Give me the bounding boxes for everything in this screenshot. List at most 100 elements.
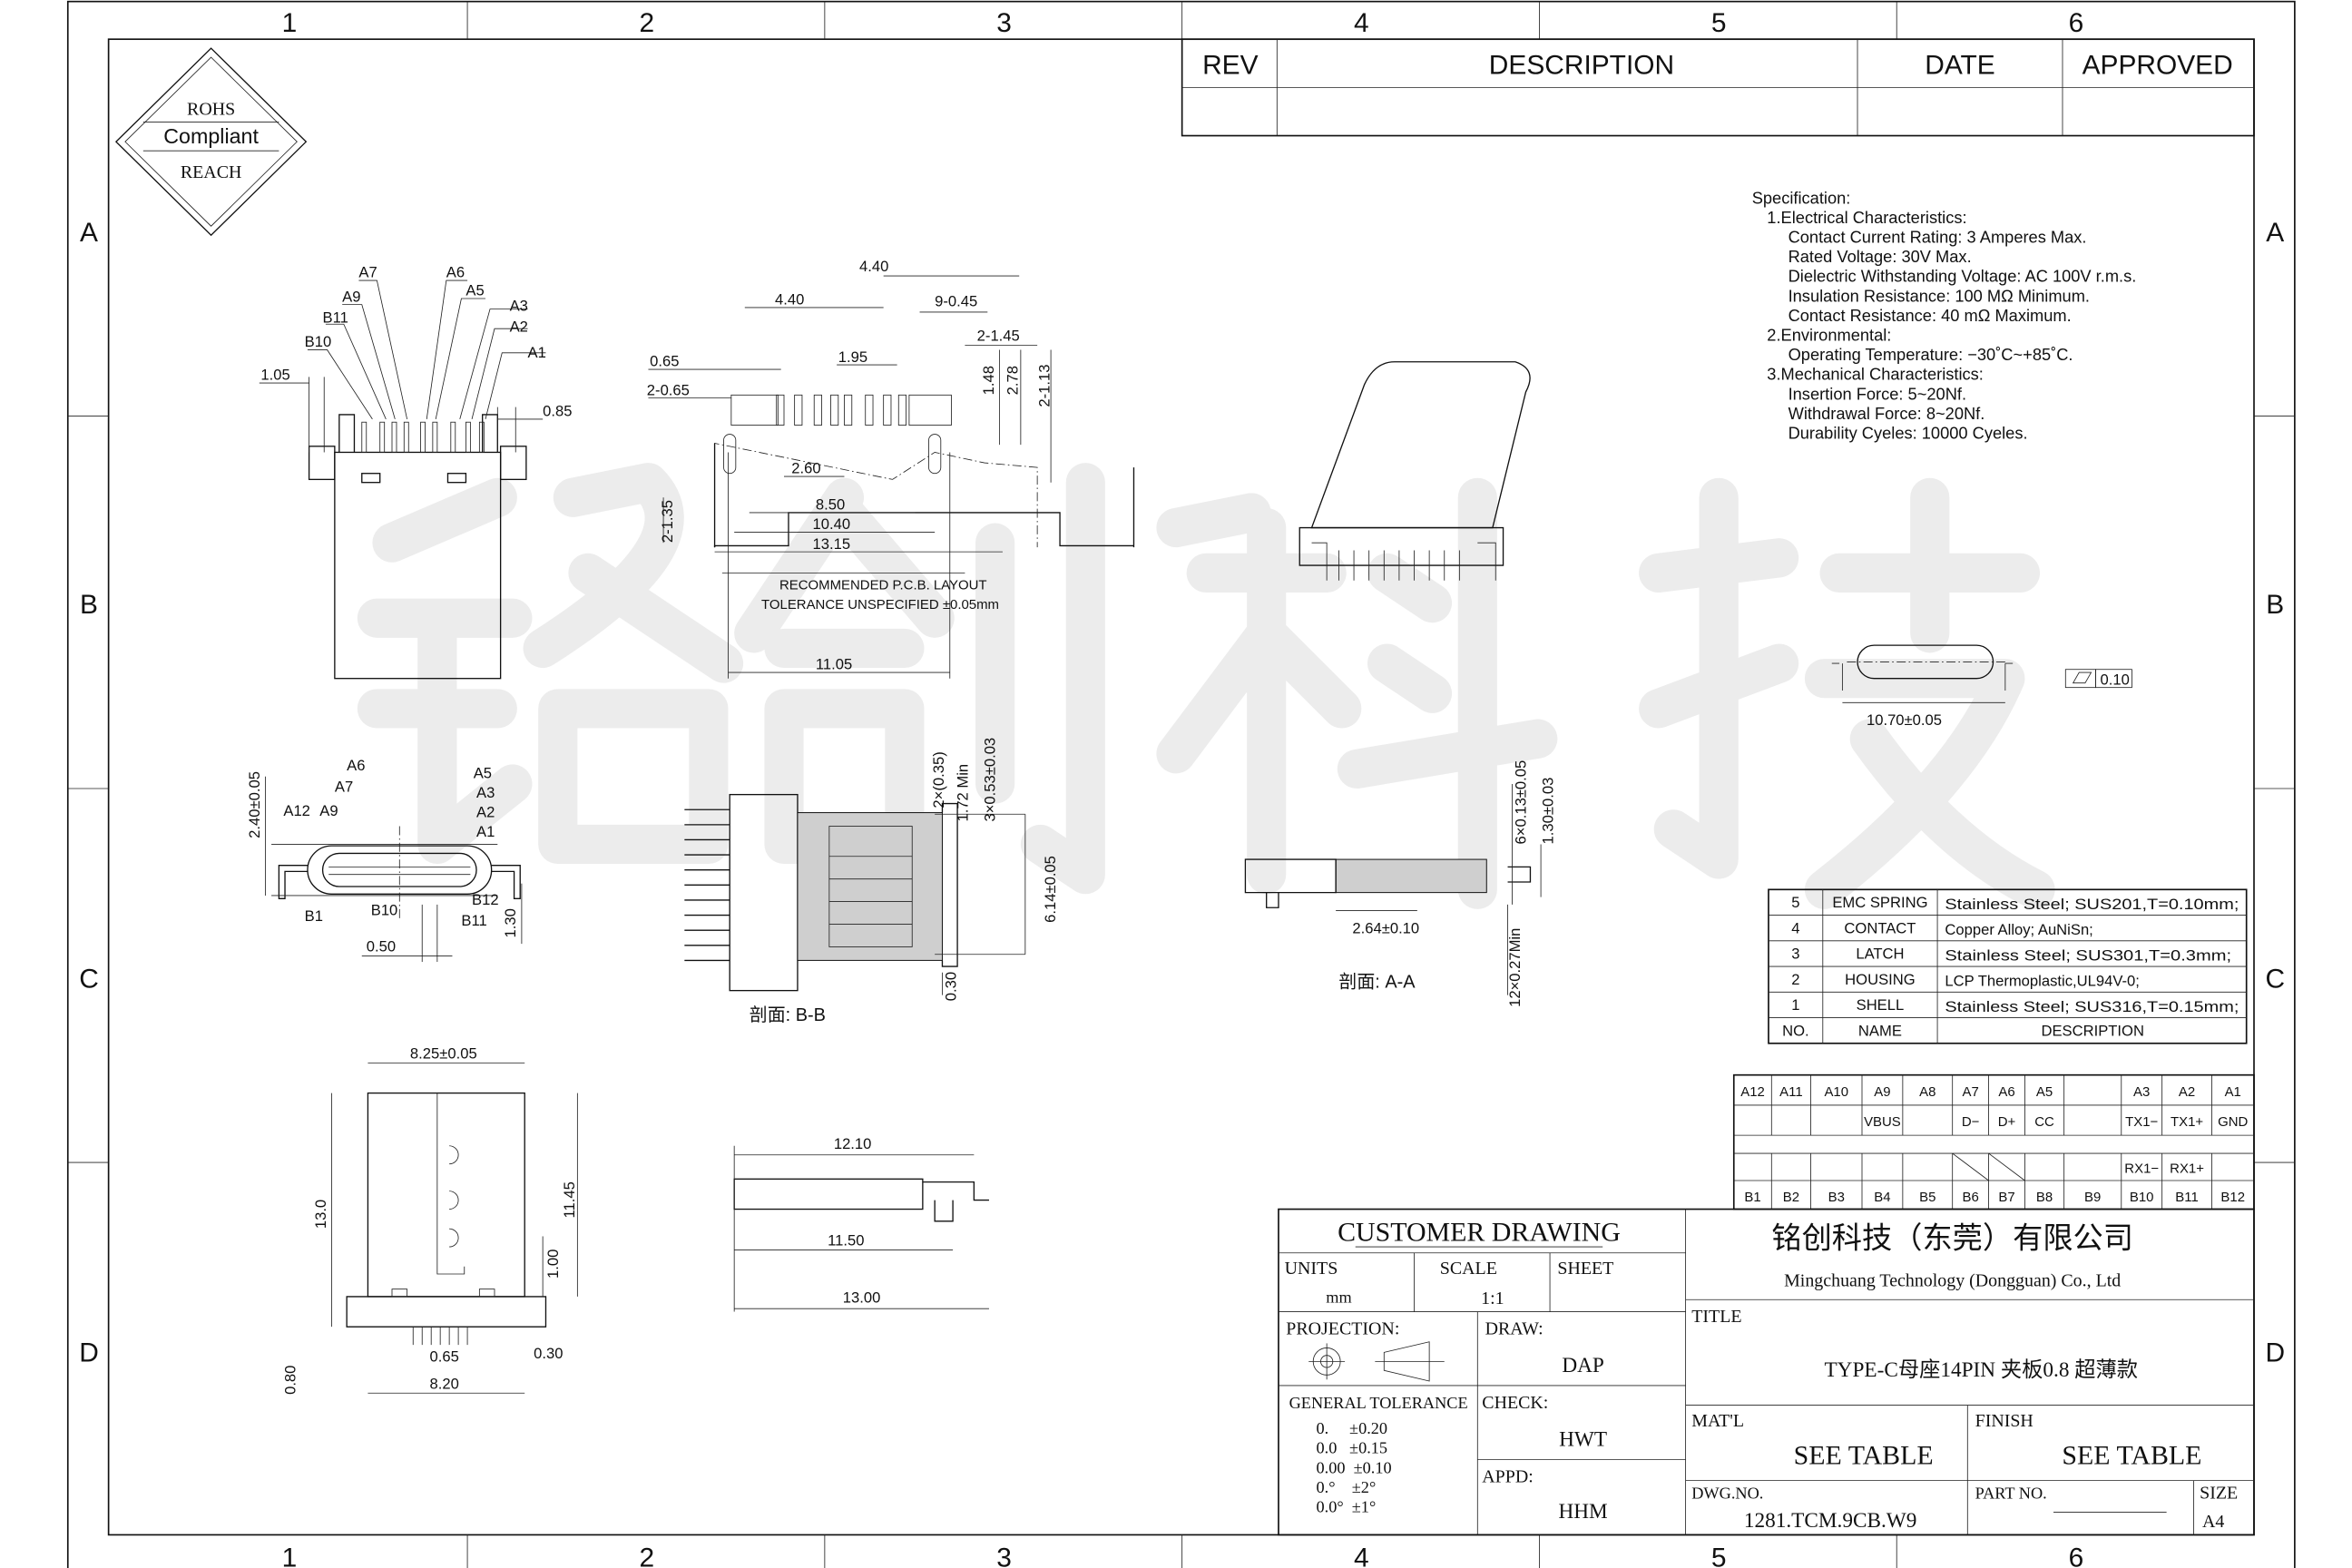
drawing-number: 1281.TCM.9CB.W9 [1744, 1509, 1917, 1533]
appd-value: HHM [1558, 1500, 1607, 1524]
svg-text:3×0.53±0.03: 3×0.53±0.03 [982, 738, 999, 822]
column-label: 2 [639, 1543, 654, 1568]
svg-text:A9: A9 [319, 802, 338, 819]
svg-text:B1: B1 [305, 907, 323, 925]
svg-text:10.70±0.05: 10.70±0.05 [1867, 711, 1942, 729]
svg-text:Withdrawal Force: 8~20Nf.: Withdrawal Force: 8~20Nf. [1788, 404, 1985, 423]
column-label: 6 [2069, 1543, 2084, 1568]
svg-text:11.45: 11.45 [561, 1181, 578, 1218]
svg-text:HOUSING: HOUSING [1845, 971, 1916, 988]
svg-text:2.60: 2.60 [791, 460, 820, 477]
svg-text:A12: A12 [283, 802, 310, 819]
svg-text:剖面: A-A: 剖面: A-A [1338, 971, 1416, 992]
pin-cell: A6 [1998, 1084, 2014, 1100]
svg-text:TITLE: TITLE [1691, 1307, 1741, 1327]
svg-text:1.30±0.03: 1.30±0.03 [1539, 778, 1556, 845]
svg-text:NAME: NAME [1858, 1022, 1902, 1039]
svg-text:SIZE: SIZE [2200, 1484, 2238, 1504]
drawing-border: 1 2 3 4 5 6 1 2 3 4 5 6 A B C D A B C D [66, 0, 2296, 1568]
pin-cell: B4 [1874, 1190, 1890, 1205]
svg-text:TOLERANCE UNSPECIFIED ±0.05m: TOLERANCE UNSPECIFIED ±0.05mm [761, 597, 999, 612]
svg-text:2-0.65: 2-0.65 [647, 381, 690, 398]
bottom-view: 8.25±0.05 13.0 11.45 1.00 0.65 8.20 0.80… [282, 1044, 578, 1395]
svg-text:0.0 ±0.15: 0.0 ±0.15 [1317, 1439, 1388, 1457]
svg-text:SHELL: SHELL [1857, 996, 1905, 1014]
draw-value: DAP [1562, 1354, 1604, 1377]
svg-text:B11: B11 [323, 309, 348, 327]
svg-text:13.0: 13.0 [312, 1200, 329, 1229]
svg-text:A6: A6 [446, 264, 465, 281]
svg-text:8.50: 8.50 [816, 496, 845, 514]
svg-text:Insulation Resistance: 100: Insulation Resistance: 100 MΩ Minimum. [1788, 286, 2090, 305]
column-label: 2 [639, 8, 654, 38]
svg-text:SEE TABLE: SEE TABLE [2062, 1440, 2201, 1470]
pin-cell: A8 [1919, 1084, 1936, 1100]
svg-text:1:1: 1:1 [1481, 1289, 1504, 1308]
row-label: D [79, 1338, 99, 1367]
column-label: 1 [282, 8, 298, 38]
svg-text:DESCRIPTION: DESCRIPTION [2041, 1022, 2144, 1039]
svg-text:CHECK:: CHECK: [1482, 1393, 1548, 1413]
svg-text:2.40±0.05: 2.40±0.05 [246, 771, 263, 838]
customer-drawing-label: CUSTOMER DRAWING [1338, 1217, 1621, 1247]
svg-text:A2: A2 [476, 804, 495, 821]
svg-text:RECOMMENDED P.C.B. LAYOUT: RECOMMENDED P.C.B. LAYOUT [779, 578, 987, 593]
approved-header: APPROVED [2082, 50, 2233, 80]
svg-text:DWG.NO.: DWG.NO. [1691, 1485, 1763, 1503]
column-label: 3 [996, 1543, 1012, 1568]
svg-text:9-0.45: 9-0.45 [935, 292, 977, 309]
row-label: B [80, 590, 98, 620]
svg-text:A5: A5 [466, 282, 484, 299]
svg-text:A3: A3 [510, 297, 528, 314]
svg-text:0.0° ±1°: 0.0° ±1° [1317, 1498, 1377, 1516]
material-table: 5 EMC SPRING Stainless Steel; SUS201,T=0… [1768, 888, 2248, 1044]
pin-cell: CC [2034, 1114, 2054, 1130]
specification-notes: Specification: 1.Electrical Characterist… [1752, 188, 2137, 442]
company-name-en: Mingchuang Technology (Dongguan) Co., Lt… [1784, 1270, 2121, 1290]
svg-text:SEE TABLE: SEE TABLE [1794, 1440, 1934, 1470]
svg-text:Specification:: Specification: [1752, 188, 1851, 207]
pin-cell: B8 [2036, 1190, 2053, 1205]
svg-text:4.40: 4.40 [775, 291, 804, 309]
svg-text:Contact Resistance: 40 mΩ: Contact Resistance: 40 mΩ Maximum. [1788, 306, 2072, 325]
pin-cell: A1 [2225, 1084, 2241, 1100]
svg-text:B10: B10 [371, 902, 398, 919]
svg-text:3.Mechanical Characteristics:: 3.Mechanical Characteristics: [1767, 365, 1984, 384]
svg-text:A6: A6 [347, 757, 365, 774]
pin-cell: RX1− [2124, 1161, 2159, 1177]
svg-text:0.30: 0.30 [942, 972, 959, 1001]
column-label: 1 [282, 1543, 298, 1568]
pin-cell: B6 [1962, 1190, 1978, 1205]
front-view: 2.40±0.05 A6 A7 A12 A9 A5 A3 A2 A1 B1 B1… [246, 757, 523, 963]
svg-text:0.00 ±0.10: 0.00 ±0.10 [1317, 1458, 1392, 1476]
pin-cell: A7 [1962, 1084, 1978, 1100]
svg-text:0.10: 0.10 [2101, 671, 2130, 688]
svg-text:2-1.35: 2-1.35 [659, 500, 676, 543]
svg-text:A1: A1 [528, 344, 546, 361]
svg-text:0.30: 0.30 [534, 1345, 563, 1362]
projection-symbol [1308, 1341, 1445, 1382]
svg-text:11.50: 11.50 [828, 1231, 864, 1249]
svg-text:2×(0.35): 2×(0.35) [930, 751, 947, 808]
svg-text:2-1.13: 2-1.13 [1035, 365, 1053, 407]
pin-cell: B3 [1828, 1190, 1845, 1205]
pin-cell: A9 [1874, 1084, 1890, 1100]
row-label: A [80, 218, 98, 248]
svg-text:Insertion Force: 5~20Nf.: Insertion Force: 5~20Nf. [1788, 384, 1966, 403]
pin-cell: A10 [1824, 1084, 1848, 1100]
check-value: HWT [1559, 1427, 1607, 1451]
svg-text:12.10: 12.10 [834, 1135, 872, 1152]
svg-text:EMC SPRING: EMC SPRING [1832, 894, 1927, 911]
column-label: 5 [1711, 8, 1727, 38]
revision-table: REV DESCRIPTION DATE APPROVED [1181, 38, 2255, 137]
svg-text:GENERAL TOLERANCE: GENERAL TOLERANCE [1289, 1394, 1468, 1412]
svg-text:B12: B12 [472, 891, 499, 908]
isometric-view [1298, 361, 1531, 581]
svg-text:8.25±0.05: 8.25±0.05 [410, 1044, 477, 1062]
svg-text:PROJECTION:: PROJECTION: [1286, 1318, 1399, 1338]
column-label: 5 [1711, 1543, 1727, 1568]
rohs-compliance-logo: ROHS Compliant REACH [114, 47, 308, 237]
svg-text:SHEET: SHEET [1557, 1259, 1613, 1279]
svg-text:0.80: 0.80 [282, 1366, 299, 1395]
